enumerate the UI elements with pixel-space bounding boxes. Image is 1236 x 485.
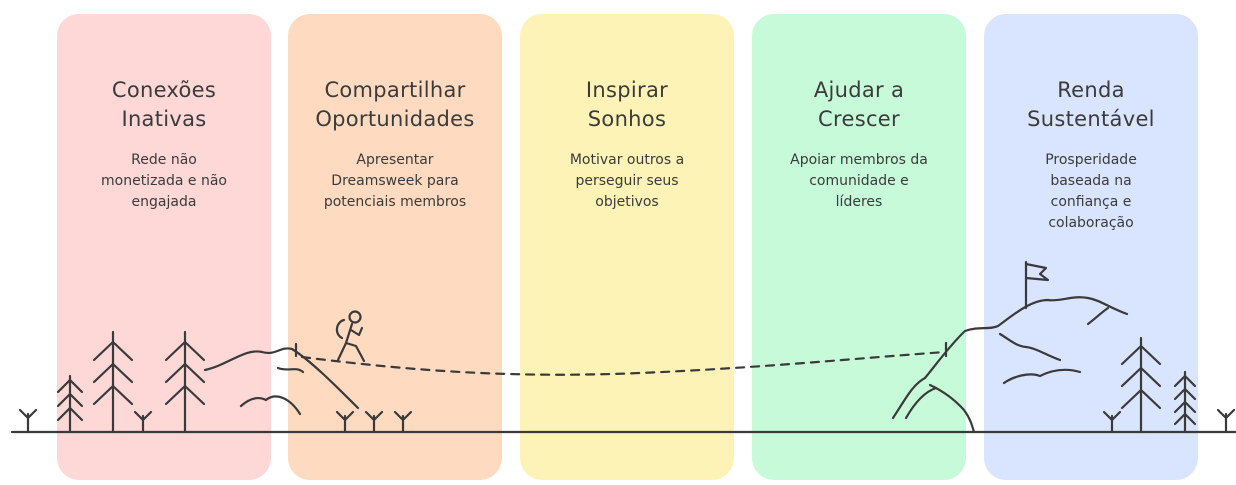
step-title: Ajudar a Crescer — [813, 78, 905, 131]
step-description: Apresentar Dreamsweek para potenciais me… — [323, 152, 467, 210]
step-panel-3: Inspirar Sonhos Motivar outros a persegu… — [520, 14, 734, 480]
step-title: Compartilhar Oportunidades — [315, 78, 475, 131]
step-title: Renda Sustentável — [1027, 78, 1155, 131]
step-panel-2: Compartilhar Oportunidades Apresentar Dr… — [288, 14, 502, 480]
step-panel-1: Conexões Inativas Rede não monetizada e … — [57, 14, 271, 480]
step-description: Rede não monetizada e não engajada — [101, 152, 227, 210]
step-description: Motivar outros a perseguir seus objetivo… — [569, 152, 685, 210]
step-description: Prosperidade baseada na confiança e cola… — [1045, 152, 1137, 231]
step-panel-5: Renda Sustentável Prosperidade baseada n… — [984, 14, 1198, 480]
step-panel-4: Ajudar a Crescer Apoiar membros da comun… — [752, 14, 966, 480]
step-title: Conexões Inativas — [111, 78, 217, 131]
grass-icon — [1216, 408, 1236, 434]
step-description: Apoiar membros da comunidade e líderes — [790, 152, 928, 210]
step-title: Inspirar Sonhos — [585, 78, 669, 131]
grass-icon — [18, 408, 38, 434]
